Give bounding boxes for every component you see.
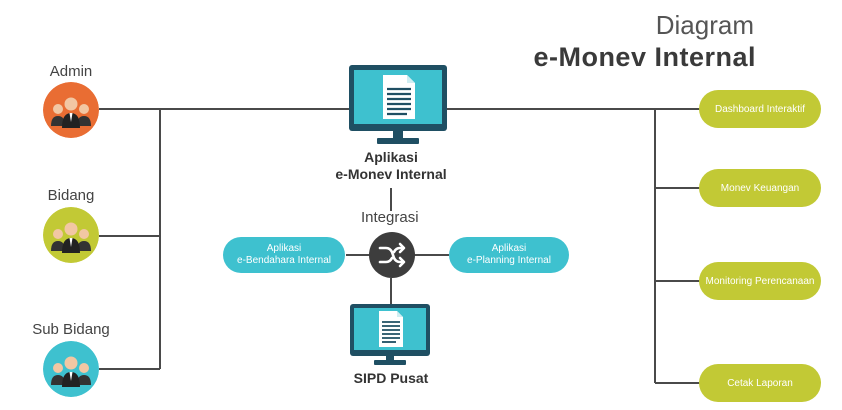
output-monev-keuangan[interactable]: Monev Keuangan xyxy=(699,169,821,207)
output-cetak-laporan[interactable]: Cetak Laporan xyxy=(699,364,821,402)
emonev-caption: Aplikasi e-Monev Internal xyxy=(311,149,471,183)
monitor-document-icon xyxy=(350,304,430,365)
emonev-caption-line2: e-Monev Internal xyxy=(335,166,447,182)
diagram-title-line1: Diagram xyxy=(655,10,754,40)
emonev-caption-line1: Aplikasi xyxy=(364,149,418,165)
people-group-icon xyxy=(43,341,99,397)
diagram-title-line2: e-Monev Internal xyxy=(533,42,756,72)
sipd-monitor[interactable] xyxy=(350,304,430,371)
bendahara-line1: Aplikasi xyxy=(266,243,302,254)
bendahara-line2: e-Bendahara Internal xyxy=(237,255,331,266)
planning-line2: e-Planning Internal xyxy=(467,255,551,266)
subbidang-avatar[interactable] xyxy=(43,341,99,397)
bendahara-app-pill[interactable]: Aplikasi e-Bendahara Internal xyxy=(223,237,345,273)
integrasi-label: Integrasi xyxy=(361,209,419,226)
people-group-icon xyxy=(43,82,99,138)
output-monitoring-perencanaan[interactable]: Monitoring Perencanaan xyxy=(699,262,821,300)
output-dashboard-interaktif[interactable]: Dashboard Interaktif xyxy=(699,90,821,128)
emonev-monitor[interactable] xyxy=(349,65,447,150)
role-label-subbidang: Sub Bidang xyxy=(32,321,110,338)
people-group-icon xyxy=(43,207,99,263)
role-label-bidang: Bidang xyxy=(47,187,95,204)
sipd-caption: SIPD Pusat xyxy=(353,370,429,386)
admin-avatar[interactable] xyxy=(43,82,99,138)
role-label-admin: Admin xyxy=(49,63,93,80)
planning-line1: Aplikasi xyxy=(491,243,527,254)
bidang-avatar[interactable] xyxy=(43,207,99,263)
monitor-document-icon xyxy=(349,65,447,144)
planning-app-pill[interactable]: Aplikasi e-Planning Internal xyxy=(449,237,569,273)
integration-node[interactable] xyxy=(369,232,415,278)
shuffle-icon xyxy=(369,232,415,278)
